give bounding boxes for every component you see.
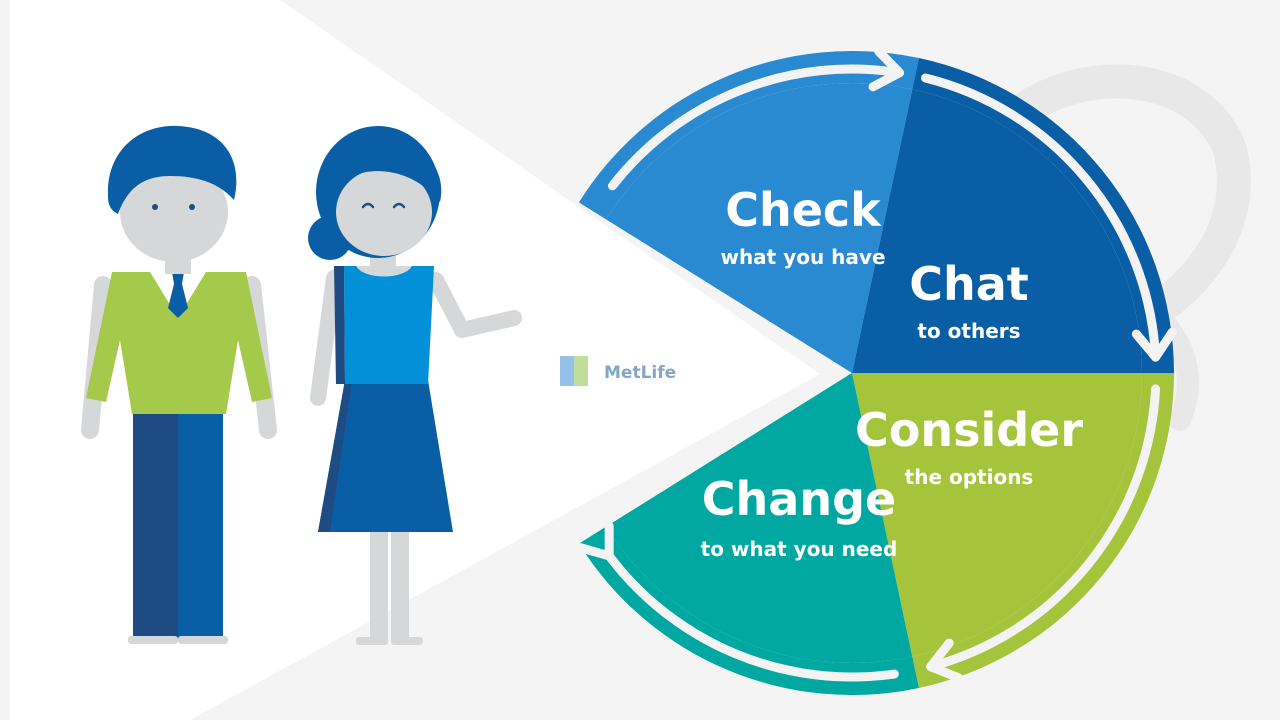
- cycle-arrow-change-loop: [604, 551, 899, 682]
- man-shoe-right: [178, 636, 228, 644]
- woman-figure: [308, 126, 522, 645]
- segment-subtitle-change: to what you need: [701, 537, 898, 561]
- man-sweater: [86, 272, 272, 414]
- cycle-arrow-consider-to-change: [926, 384, 1161, 672]
- man-figure: [81, 125, 277, 644]
- pie-segment-chat: [852, 89, 1142, 374]
- man-leg-left: [133, 408, 178, 640]
- pie-segment-check: [606, 82, 913, 373]
- cycle-arrow-check-to-chat: [607, 64, 905, 191]
- woman-shoe-right: [391, 637, 423, 645]
- woman-face: [336, 168, 432, 256]
- segment-title-consider: Consider: [855, 403, 1083, 457]
- woman-dress-top: [344, 266, 434, 384]
- cycle-arrowhead-consider-to-change: [926, 638, 964, 683]
- segment-subtitle-chat: to others: [917, 319, 1020, 343]
- woman-leg-left: [370, 525, 388, 640]
- segment-title-check: Check: [725, 183, 882, 237]
- logo-mark-green: [574, 356, 588, 386]
- metlife-logo: MetLife: [552, 348, 726, 394]
- cycle-arrowhead-chat-to-consider: [1131, 327, 1177, 362]
- segment-title-chat: Chat: [909, 257, 1029, 311]
- logo-mark-blue: [560, 356, 574, 386]
- woman-dress-skirt: [318, 380, 453, 532]
- woman-leg-right: [391, 525, 409, 640]
- pie-segment-consider: [852, 373, 1142, 657]
- segment-subtitle-check: what you have: [720, 245, 885, 269]
- man-eye-left: [152, 204, 158, 210]
- man-hair: [107, 125, 237, 214]
- woman-dress-skirt-shade: [318, 380, 352, 532]
- woman-eye-right: [392, 202, 406, 209]
- woman-neckline: [356, 266, 412, 277]
- man-head: [120, 162, 228, 262]
- woman-eye-left: [361, 202, 375, 209]
- man-tie: [168, 272, 188, 318]
- cycle-arrowhead-change-loop: [575, 521, 614, 561]
- cycle-arrow-chat-to-consider: [921, 73, 1161, 362]
- woman-dress-top-shade: [334, 266, 345, 384]
- man-eye-right: [189, 204, 195, 210]
- woman-fringe: [330, 144, 442, 204]
- man-shoe-left: [128, 636, 178, 644]
- pie-segment-change: [606, 373, 913, 663]
- man-leg-right: [178, 408, 223, 640]
- woman-arm-left: [310, 270, 342, 406]
- segment-title-change: Change: [702, 472, 896, 526]
- logo-wordmark: MetLife: [604, 363, 676, 383]
- cycle-arrowhead-check-to-chat: [868, 46, 905, 92]
- woman-arm-right: [428, 272, 522, 338]
- woman-shoe-left: [356, 637, 388, 645]
- segment-subtitle-consider: the options: [905, 465, 1034, 489]
